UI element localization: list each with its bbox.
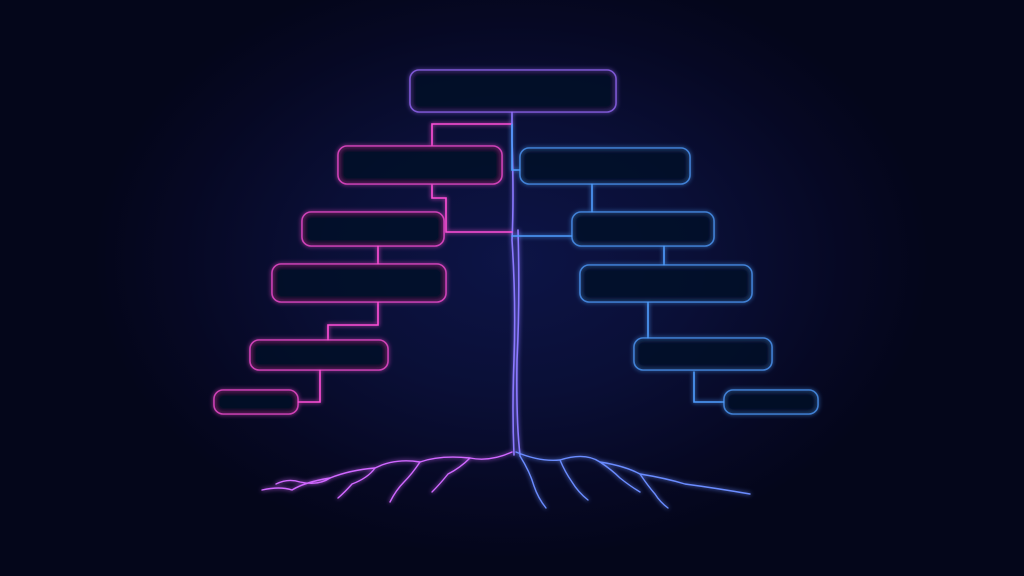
node-box-left-4 [249, 339, 389, 371]
node-box-right-2 [571, 211, 715, 247]
node-box-root [409, 69, 617, 113]
connector-right-4-5 [693, 371, 725, 403]
connector-right-1 [511, 123, 521, 171]
node-box-right-3 [579, 264, 753, 303]
root-right-branch-b [639, 473, 669, 509]
node-box-left-3 [271, 263, 447, 303]
connector-left-1-2 [431, 184, 513, 233]
connector-left-4-5 [297, 369, 321, 403]
root-left-branch-c [275, 477, 331, 485]
connector-lines [297, 111, 725, 456]
node-boxes [213, 69, 819, 415]
node-frame [213, 389, 299, 415]
root-left-main [261, 451, 513, 491]
root-right-branch-d [519, 455, 547, 509]
root-left-branch-d [389, 461, 421, 503]
node-box-left-5 [213, 389, 299, 415]
node-box-right-1 [519, 147, 691, 185]
root-right-branch-a [559, 459, 589, 501]
connector-left-3-4 [327, 301, 379, 341]
trunk-line-secondary [516, 229, 521, 456]
connector-left-1 [431, 123, 513, 146]
root-left-branch-a [337, 467, 376, 499]
root-right-branch-c [599, 461, 641, 493]
root-right-main [515, 451, 751, 495]
node-box-left-2 [301, 211, 445, 247]
root-left-branch-b [431, 457, 471, 493]
node-box-right-5 [723, 389, 819, 415]
trunk-line [511, 111, 516, 456]
tree-roots [261, 451, 751, 509]
node-box-left-1 [337, 145, 503, 185]
node-box-right-4 [633, 337, 773, 371]
